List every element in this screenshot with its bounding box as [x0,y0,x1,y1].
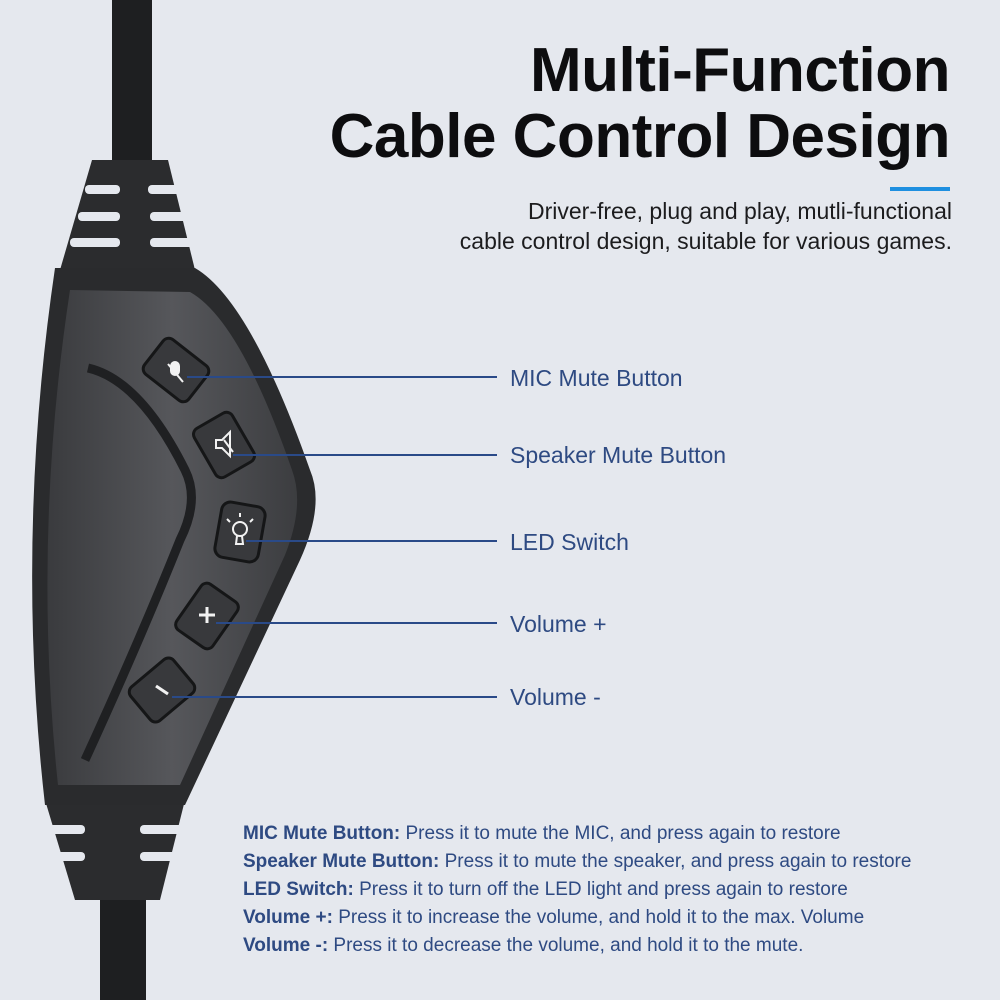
mic-mute-icon [167,361,184,383]
description-term: Volume -: [243,935,329,956]
strain-relief-bottom [30,800,195,900]
description-text: Press it to mute the speaker, and press … [439,851,912,872]
plus-icon [199,607,215,623]
description-list: MIC Mute Button: Press it to mute the MI… [243,820,911,960]
accent-bar [890,187,950,191]
label-speaker-mute: Speaker Mute Button [510,442,727,468]
title-line-1: Multi-Function [530,36,950,105]
strain-relief-top [60,160,200,270]
description-text: Press it to decrease the volume, and hol… [328,935,804,956]
description-item: Volume -: Press it to decrease the volum… [243,932,911,960]
minus-icon [155,684,169,696]
description-item: LED Switch: Press it to turn off the LED… [243,876,911,904]
description-text: Press it to increase the volume, and hol… [332,907,865,928]
subtitle-line-1: Driver-free, plug and play, mutli-functi… [528,198,952,224]
speaker-mute-icon [215,429,234,459]
description-term: MIC Mute Button: [243,823,401,844]
description-term: Volume +: [243,907,333,928]
title-line-2: Cable Control Design [329,102,951,171]
label-volume-up: Volume + [510,611,607,637]
description-text: Press it to mute the MIC, and press agai… [400,823,841,844]
description-item: Volume +: Press it to increase the volum… [243,904,911,932]
label-volume-down: Volume - [510,684,601,710]
label-led-switch: LED Switch [510,529,629,555]
page-title: Multi-Function Cable Control Design [329,36,951,171]
description-term: Speaker Mute Button: [243,851,440,872]
description-text: Press it to turn off the LED light and p… [353,879,848,900]
cable-top [112,0,152,170]
subtitle-line-2: cable control design, suitable for vario… [459,228,952,254]
subtitle: Driver-free, plug and play, mutli-functi… [460,196,952,256]
label-mic-mute: MIC Mute Button [510,365,683,391]
description-item: Speaker Mute Button: Press it to mute th… [243,848,911,876]
description-item: MIC Mute Button: Press it to mute the MI… [243,820,911,848]
light-bulb-icon [226,513,254,545]
description-term: LED Switch: [243,879,354,900]
